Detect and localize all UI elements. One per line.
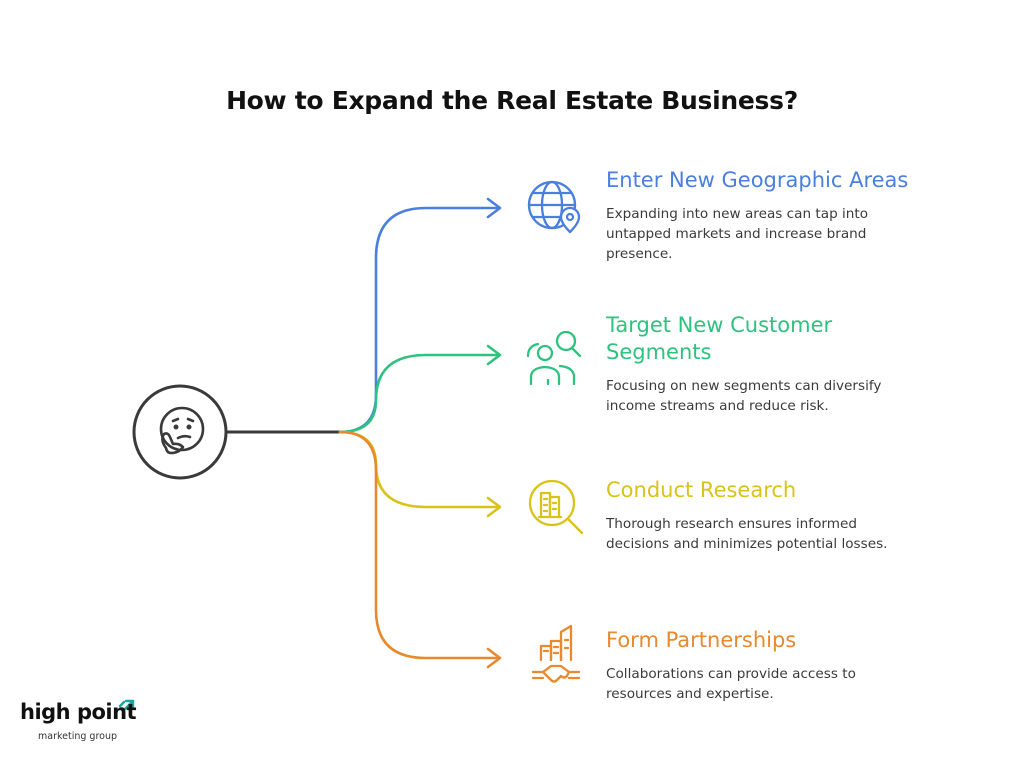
- logo-arrow-icon: [118, 699, 135, 712]
- branch-geographic-areas: Enter New Geographic Areas Expanding int…: [606, 167, 936, 264]
- branch-title: Conduct Research: [606, 478, 797, 502]
- arrowhead-3: [486, 496, 502, 518]
- buildings-handshake-icon: [531, 624, 581, 683]
- center-node: [132, 384, 228, 480]
- branch-description: Collaborations can provide access to res…: [606, 666, 856, 702]
- arrowhead-2: [486, 344, 502, 366]
- branch-title: Target New Customer Segments: [606, 313, 833, 364]
- branch-customer-segments: Target New Customer Segments Focusing on…: [606, 312, 936, 416]
- branch-description: Focusing on new segments can diversify i…: [606, 378, 882, 414]
- branch-title: Form Partnerships: [606, 628, 797, 652]
- logo-tagline: marketing group: [38, 731, 118, 742]
- branch-form-partnerships: Form Partnerships Collaborations can pro…: [606, 627, 936, 704]
- branch-title: Enter New Geographic Areas: [606, 168, 909, 192]
- diagram-title: How to Expand the Real Estate Business?: [226, 86, 798, 115]
- globe-location-icon: [527, 180, 581, 234]
- brand-logo: high point marketing group: [20, 700, 170, 748]
- connector-branch-2: [338, 353, 500, 434]
- people-search-icon: [526, 330, 582, 386]
- branch-description: Expanding into new areas can tap into un…: [606, 206, 869, 262]
- connector-branch-1: [338, 206, 500, 434]
- branch-description: Thorough research ensures informed decis…: [606, 516, 888, 552]
- arrowhead-4: [486, 647, 502, 669]
- building-magnifier-icon: [528, 479, 584, 535]
- connector-branch-4: [338, 430, 500, 660]
- logo-wordmark: high point: [20, 700, 137, 724]
- thinking-face-icon: [159, 406, 205, 455]
- arrowhead-1: [486, 197, 502, 219]
- branch-conduct-research: Conduct Research Thorough research ensur…: [606, 477, 936, 554]
- connector-branch-3: [338, 430, 500, 509]
